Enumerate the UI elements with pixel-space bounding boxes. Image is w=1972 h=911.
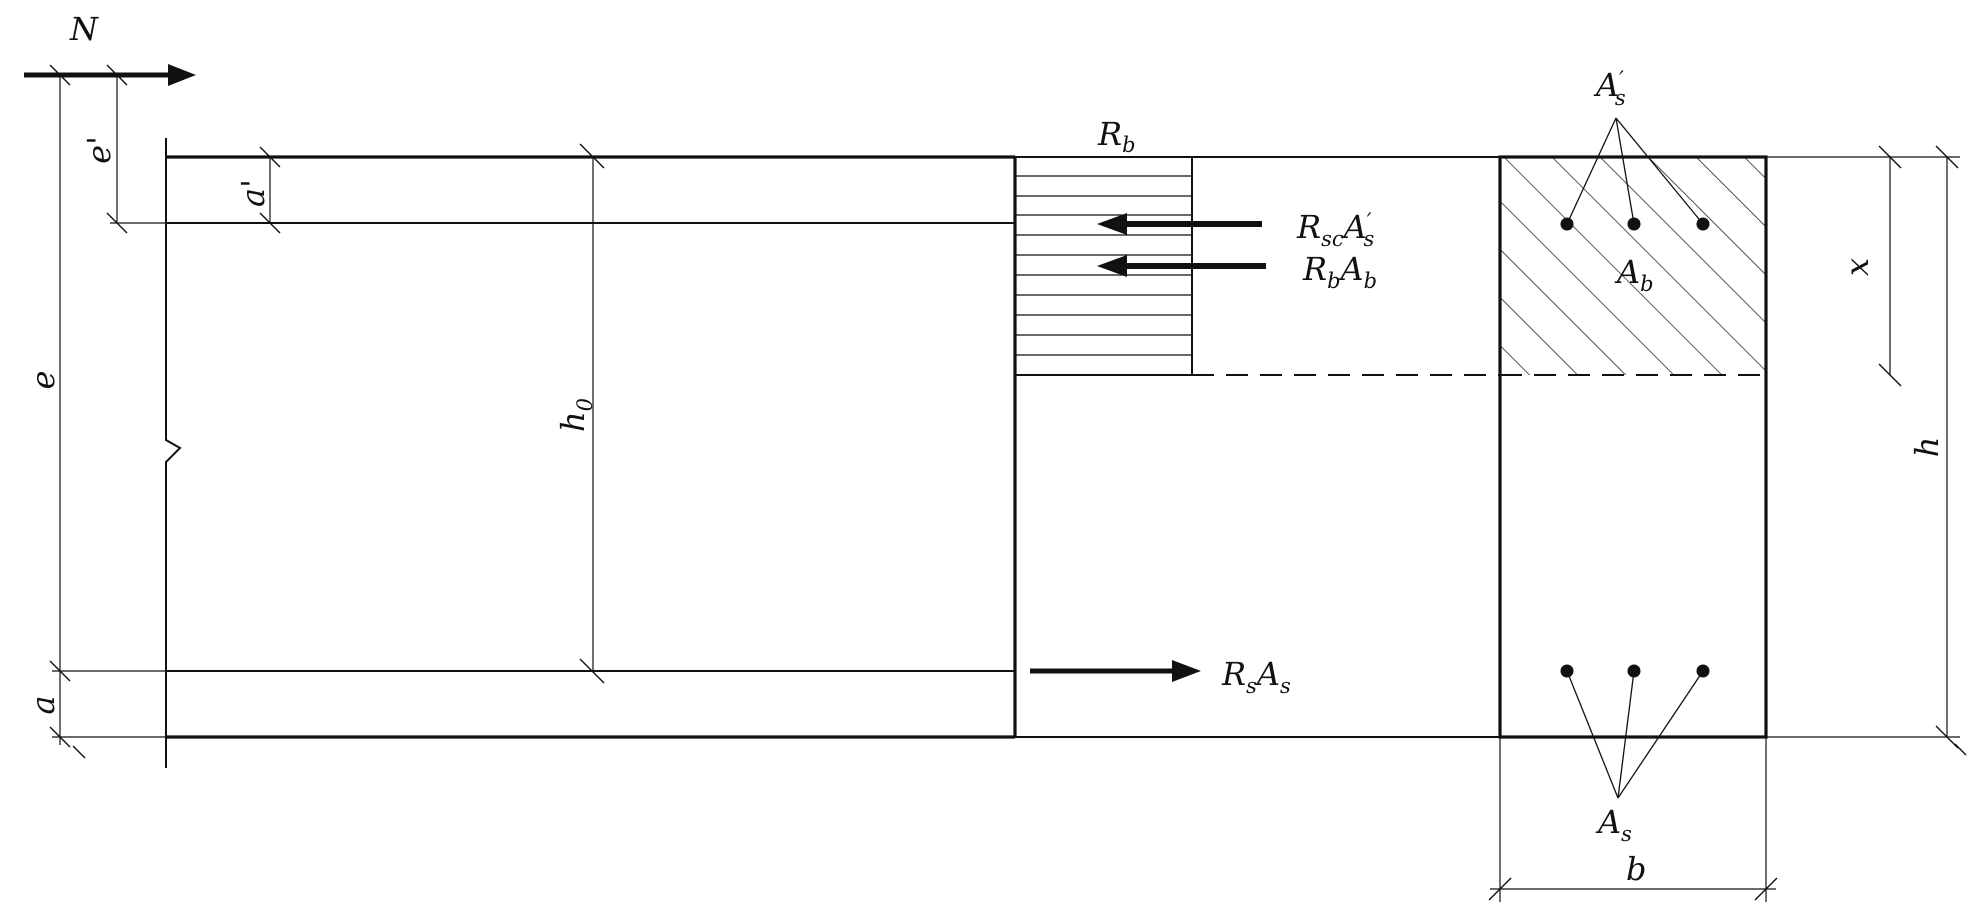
As-prime-main: A [1593,66,1619,104]
dim-a-prime-tick-top [259,146,281,168]
label-h: h [1908,437,1946,458]
label-e: e [24,371,62,390]
stress-block-hatching [1015,175,1192,356]
RsAs-R: R [1221,655,1246,693]
compression-zone-hatch [1500,157,1766,375]
RbAb-arrowhead [1097,255,1127,277]
label-Rb-sub: b [1122,133,1135,157]
dim-a-prime-tick-bottom [259,212,281,234]
label-a-prime: a' [234,179,272,207]
label-N: N [69,10,99,48]
Ab-sub: b [1640,272,1653,296]
dim-h-tick-bottom [1935,725,1959,749]
RsAs-s2: s [1280,674,1291,698]
N-arrowhead [168,64,196,86]
leader-As-prime-1 [1566,117,1617,225]
dim-h0-tick-bottom [579,658,605,684]
label-h0-sub: 0 [573,398,597,411]
RscAs-prime: ′ [1367,209,1372,233]
RscAs-A: A [1341,208,1367,246]
dimension-x: x [1766,145,1960,738]
label-b: b [1626,850,1646,888]
dimension-b: b [1488,737,1778,902]
label-As: As [1595,803,1632,846]
dim-e-tick-top [49,64,71,86]
As-prime-prime: ′ [1619,67,1624,91]
dimension-e-prime: e' [80,64,166,234]
cross-section: A′s Ab As [1498,66,1768,846]
label-h0: h0 [554,398,597,432]
dimension-h: h [1908,145,1967,756]
force-RsAs: RsAs [1030,655,1291,698]
dim-e-tick-bottom [49,660,71,682]
As-main: A [1595,803,1621,841]
label-Rb: Rb [1097,115,1136,157]
label-RscAs: RscA′s [1296,208,1375,251]
RsAs-s1: s [1246,674,1257,698]
dimension-e: e a [24,64,166,759]
label-e-prime: e' [80,136,118,164]
dim-h-tick-tail [1954,743,1967,756]
label-x: x [1838,258,1876,276]
RbAb-b2: b [1364,269,1377,293]
RscAs-arrowhead [1097,213,1127,235]
dimension-a-prime: a' [234,146,281,234]
break-line [165,138,182,768]
dim-a-tick-tail [72,745,86,759]
Ab-main: A [1614,253,1640,291]
leader-As-prime-3 [1615,117,1704,225]
RbAb-A: A [1338,250,1364,288]
label-Ab: Ab [1614,253,1654,296]
label-a: a [24,695,62,714]
leader-As-2 [1617,670,1635,799]
dim-b-tick-right [1754,877,1778,901]
leader-As-1 [1566,670,1619,799]
dimension-h0: h0 [554,143,605,684]
RscAs-sc: sc [1321,227,1344,251]
section-outline [1498,155,1768,739]
label-h0-main: h [554,411,592,432]
dim-h0-tick-top [579,143,605,169]
leader-As-3 [1617,670,1704,799]
RscAs-R: R [1296,208,1321,246]
stress-block: Rb [1015,115,1193,376]
label-Rb-main: R [1097,115,1122,153]
dim-e-prime-tick-bottom [106,212,128,234]
force-RscAs: RscA′s [1097,208,1375,251]
dim-a-tick-bottom [49,726,71,748]
label-RsAs: RsAs [1221,655,1291,698]
RscAs-s: s [1364,227,1375,251]
dim-b-tick-left [1488,877,1512,901]
dim-e-prime-tick-top [106,64,128,86]
label-As-prime: A′s [1593,66,1626,110]
dim-h-tick-top [1935,145,1959,169]
RsAs-A: A [1254,655,1280,693]
dim-x-tick-bottom [1878,363,1902,387]
RsAs-arrowhead [1172,660,1201,682]
As-prime-sub: s [1615,86,1626,110]
axial-force-N: N [24,10,196,86]
RbAb-R: R [1302,250,1327,288]
force-RbAb: RbAb [1097,250,1377,293]
As-sub: s [1621,822,1632,846]
RbAb-b1: b [1327,269,1340,293]
label-RbAb: RbAb [1302,250,1377,293]
beam-elevation [165,138,1017,768]
leader-As-prime-2 [1615,117,1635,225]
